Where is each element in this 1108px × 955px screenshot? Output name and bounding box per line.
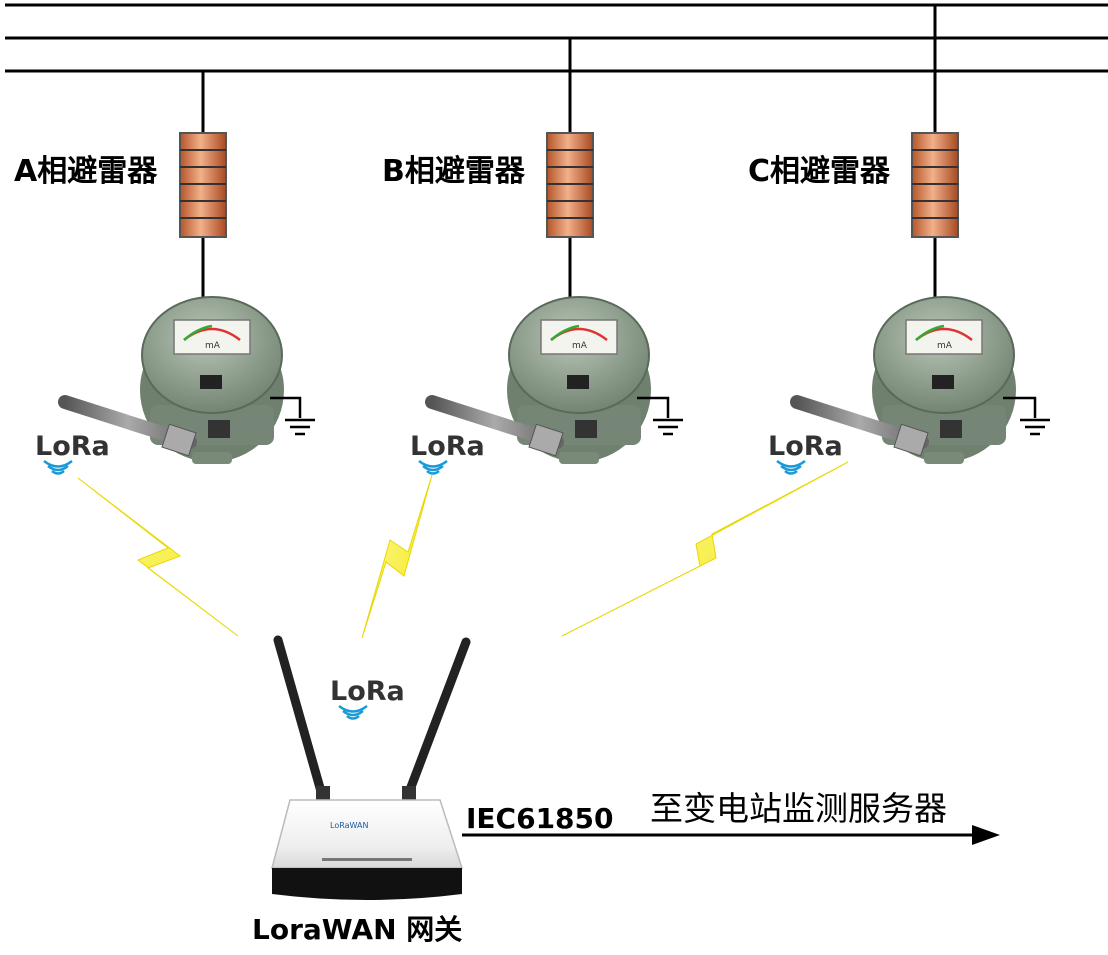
wireless-link-a (77, 477, 239, 637)
wireless-link-b (361, 474, 433, 639)
arrow-right-icon (972, 825, 1000, 845)
phase-c-label: C相避雷器 (748, 154, 891, 189)
drop-wires (201, 5, 937, 305)
power-bus (5, 3, 1108, 73)
meter-c-unit: mA (937, 341, 953, 351)
protocol-label: IEC61850 (466, 802, 614, 835)
lora-badge-b: LoRa (410, 431, 485, 475)
lora-badge-gateway: LoRa (330, 676, 405, 720)
ground-icon-c (1003, 396, 1050, 436)
phase-b-label: B相避雷器 (382, 154, 526, 189)
ground-icon-b (637, 396, 683, 436)
arrester-b (546, 132, 594, 238)
monitor-meter-b: mA (425, 296, 651, 464)
lora-b-text: LoRa (410, 431, 485, 462)
arrester-c (911, 132, 959, 238)
wireless-link-c (561, 461, 849, 637)
wifi-icon-b (418, 459, 448, 475)
lora-c-text: LoRa (768, 431, 843, 462)
lora-gateway-text: LoRa (330, 676, 405, 707)
monitor-meter-a: mA (58, 296, 284, 464)
lora-a-text: LoRa (35, 431, 110, 462)
monitor-meter-c: mA (790, 296, 1016, 464)
wifi-icon-gateway (338, 704, 368, 720)
meter-a-unit: mA (205, 341, 221, 351)
lora-badge-a: LoRa (35, 431, 110, 475)
wifi-icon-a (43, 459, 73, 475)
gateway-brand: LoRaWAN (330, 821, 368, 830)
phase-a-label: A相避雷器 (14, 154, 158, 189)
lorawan-gateway: LoRaWAN (271, 635, 471, 900)
arrester-a (179, 132, 227, 238)
lora-badge-c: LoRa (768, 431, 843, 475)
gateway-label: LoraWAN 网关 (252, 913, 462, 946)
meter-b-unit: mA (572, 341, 588, 351)
server-link: IEC61850 至变电站监测服务器 (462, 789, 1000, 845)
destination-label: 至变电站监测服务器 (650, 789, 947, 828)
wifi-icon-c (776, 459, 806, 475)
ground-icon-a (270, 396, 315, 436)
